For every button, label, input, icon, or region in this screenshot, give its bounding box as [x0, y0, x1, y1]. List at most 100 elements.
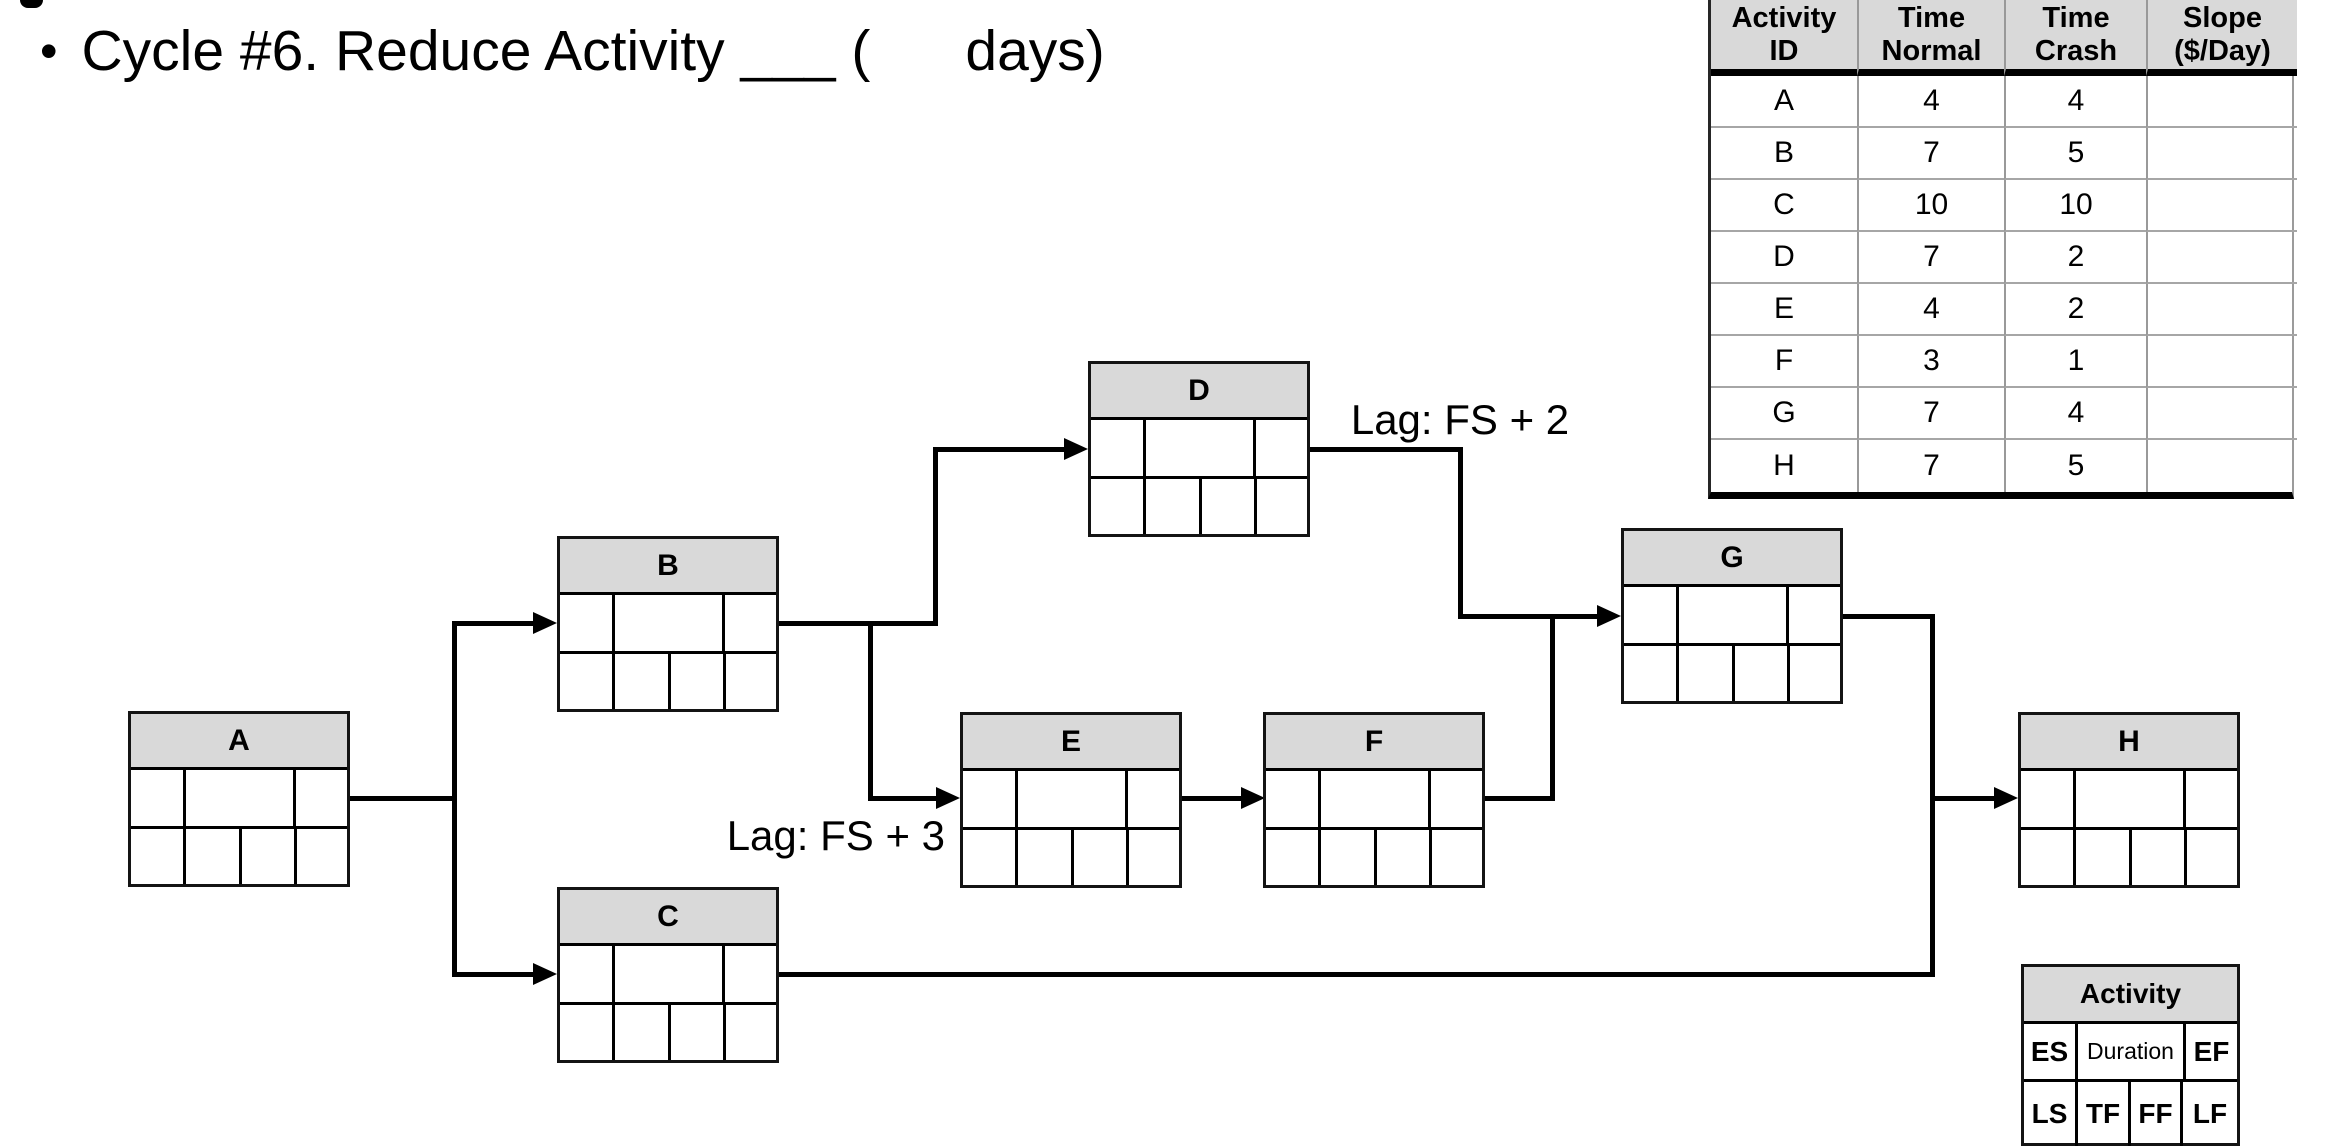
lf-cell — [2184, 830, 2237, 885]
node-header: D — [1091, 364, 1307, 420]
crash-table-cell-e-crash: 2 — [2004, 284, 2146, 336]
arrowhead-into-b — [533, 612, 557, 634]
crash-table-cell-h-id: H — [1773, 449, 1795, 482]
activity-node-c: C — [557, 887, 779, 1063]
connector-c-long — [775, 972, 1935, 977]
connector-f-out — [1482, 796, 1555, 801]
crash-table-cell-c-normal: 10 — [1857, 180, 2004, 232]
crash-table-cell-a-crash: 4 — [2004, 76, 2146, 128]
ef-cell — [2183, 771, 2237, 827]
node-bottom-row — [1091, 479, 1307, 534]
lag-label-fs-plus-3: Lag: FS + 3 — [726, 812, 945, 859]
legend-ls: LS — [2031, 1098, 2068, 1129]
connector-g-merge-vertical — [1930, 614, 1935, 977]
node-bottom-row — [1624, 646, 1840, 701]
tf-cell — [1143, 479, 1199, 534]
ls-cell — [1266, 830, 1318, 885]
crash-table-cell-h-normal: 7 — [1857, 440, 2004, 492]
arrowhead-into-d — [1064, 438, 1088, 460]
crash-table-cell-e-slope — [2146, 284, 2297, 336]
crash-table-cell-g-normal: 7 — [1857, 388, 2004, 440]
legend-es: ES — [2030, 1035, 2069, 1067]
es-cell — [560, 946, 612, 1002]
lf-cell — [723, 1005, 776, 1060]
connector-b-to-d-vertical — [933, 447, 938, 626]
node-legend: Activity ES Duration EF LS TF FF LF — [2021, 964, 2240, 1146]
arrowhead-into-f — [1241, 787, 1265, 809]
node-header: E — [963, 715, 1179, 771]
legend-tf: TF — [2075, 1082, 2128, 1146]
crash-table-cell-a-slope — [2146, 76, 2297, 128]
ff-cell — [1199, 479, 1254, 534]
ls-cell — [1091, 479, 1143, 534]
crash-table-cell-b-id: B — [1711, 128, 1857, 180]
node-label: G — [1720, 540, 1744, 574]
duration-cell — [183, 770, 293, 826]
node-bottom-row — [1266, 830, 1482, 885]
crash-table-cell-b-slope — [2146, 128, 2297, 180]
crash-table-cell-h-slope — [2146, 440, 2297, 492]
node-label: A — [228, 723, 250, 757]
node-header: F — [1266, 715, 1482, 771]
duration-cell — [612, 946, 722, 1002]
node-middle-row — [1091, 420, 1307, 479]
header-line: Slope — [2183, 1, 2262, 34]
crash-table-cell-d-crash: 2 — [2004, 232, 2146, 284]
es-cell — [963, 771, 1015, 827]
ef-cell — [1786, 587, 1840, 643]
crash-table-cell-d-id: D — [1711, 232, 1857, 284]
node-header: A — [131, 714, 347, 770]
node-bottom-row — [131, 829, 347, 884]
crash-table-cell-f-normal: 3 — [1857, 336, 2004, 388]
legend-ef: EF — [2183, 1024, 2237, 1079]
title-text: Cycle #6. Reduce Activity ___ ( days) — [81, 19, 1105, 83]
node-middle-row — [1266, 771, 1482, 830]
col-header-slope: Slope ($/Day) — [2146, 0, 2297, 76]
es-cell — [1266, 771, 1318, 827]
lf-cell — [723, 654, 776, 709]
legend-duration: Duration — [2075, 1024, 2183, 1079]
arrowhead-into-c — [533, 963, 557, 985]
header-line: Time — [2042, 1, 2110, 34]
header-line: Normal — [1881, 34, 1982, 67]
ls-cell — [1624, 646, 1676, 701]
connector-b-to-e-vertical — [868, 621, 873, 801]
activity-node-a: A — [128, 711, 350, 887]
crash-table-cell-e-normal: 4 — [1857, 284, 2004, 336]
node-middle-row — [963, 771, 1179, 830]
node-header: C — [560, 890, 776, 946]
crash-table-cell-c-crash: 10 — [2004, 180, 2146, 232]
connector-d-to-g — [1458, 614, 1599, 619]
tf-cell — [183, 829, 239, 884]
crash-table-cell-b-normal: 7 — [1857, 128, 2004, 180]
crash-cost-table: Activity ID Time Normal Time Crash Slope… — [1708, 0, 2297, 499]
ef-cell — [1253, 420, 1307, 476]
connector-into-h — [1930, 796, 1996, 801]
crash-table-cell-g-slope — [2146, 388, 2297, 440]
duration-cell — [1015, 771, 1125, 827]
tf-cell — [1015, 830, 1071, 885]
node-label: H — [2118, 724, 2140, 758]
activity-node-b: B — [557, 536, 779, 712]
tf-cell — [2073, 830, 2129, 885]
title-bullet: • — [40, 23, 58, 79]
legend-lf: LF — [2180, 1082, 2237, 1146]
activity-node-d: D — [1088, 361, 1310, 537]
col-header-activity-id: Activity ID — [1711, 0, 1857, 76]
duration-cell — [612, 595, 722, 651]
node-label: E — [1060, 724, 1081, 758]
ls-cell — [963, 830, 1015, 885]
header-line: Crash — [2034, 34, 2118, 67]
es-cell — [2021, 771, 2073, 827]
connector-g-out — [1840, 614, 1935, 619]
ef-cell — [1428, 771, 1482, 827]
crash-table-cell-c-slope — [2146, 180, 2297, 232]
lf-cell — [1787, 646, 1840, 701]
node-middle-row — [1624, 587, 1840, 646]
node-middle-row — [2021, 771, 2237, 830]
crash-table-cell-c-id: C — [1711, 180, 1857, 232]
node-header: G — [1624, 531, 1840, 587]
node-bottom-row — [560, 654, 776, 709]
ef-cell — [1125, 771, 1179, 827]
connector-a-split-vertical — [452, 621, 457, 977]
